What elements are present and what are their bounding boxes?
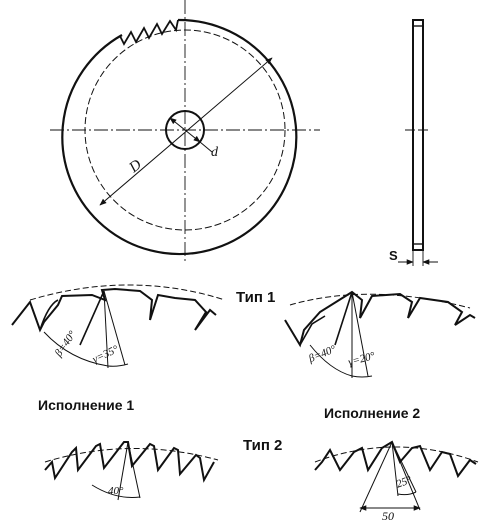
blade-side-view	[398, 19, 438, 266]
diameter-dimension-line	[99, 57, 273, 206]
type1-variant1-teeth	[11, 284, 226, 369]
type2-variant2-teeth	[314, 440, 479, 513]
type1-v1-gamma-label: γ=35°	[91, 343, 121, 366]
variant1-label: Исполнение 1	[38, 397, 134, 413]
bore-dimension-line	[169, 117, 201, 143]
type2-v2-angle-label: 25°	[395, 474, 414, 491]
type2-variant1-teeth	[44, 441, 219, 501]
type1-v2-gamma-label: γ=20°	[347, 350, 377, 369]
blade-teeth-segment	[119, 19, 179, 46]
type2-v2-width-label: 50	[382, 509, 394, 523]
type1-variant2-teeth	[284, 290, 476, 378]
blade-front-view	[50, 0, 320, 262]
type2-title: Тип 2	[243, 437, 282, 454]
variant2-label: Исполнение 2	[324, 405, 420, 421]
diameter-label: D	[126, 157, 145, 177]
type2-v1-angle-label: 40°	[108, 485, 124, 497]
thickness-label: S	[389, 248, 398, 263]
bore-label: d	[211, 145, 219, 160]
type1-title: Тип 1	[236, 289, 275, 306]
